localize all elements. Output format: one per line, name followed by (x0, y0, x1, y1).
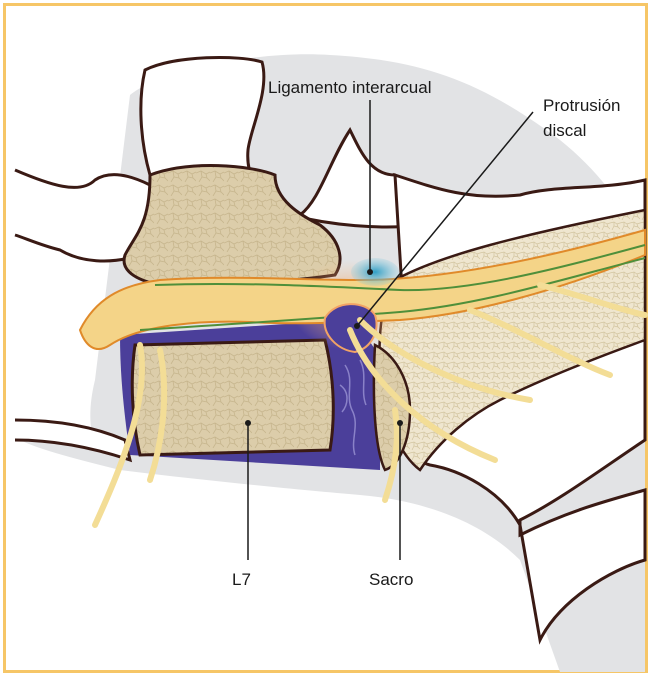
label-protrusion-line2: discal (543, 121, 586, 140)
label-ligamento-interarcual: Ligamento interarcual (268, 78, 431, 97)
label-sacro: Sacro (369, 570, 413, 589)
interarcuate-ligament (351, 258, 399, 286)
label-l7: L7 (232, 570, 251, 589)
label-protrusion-line1: Protrusión (543, 96, 620, 115)
